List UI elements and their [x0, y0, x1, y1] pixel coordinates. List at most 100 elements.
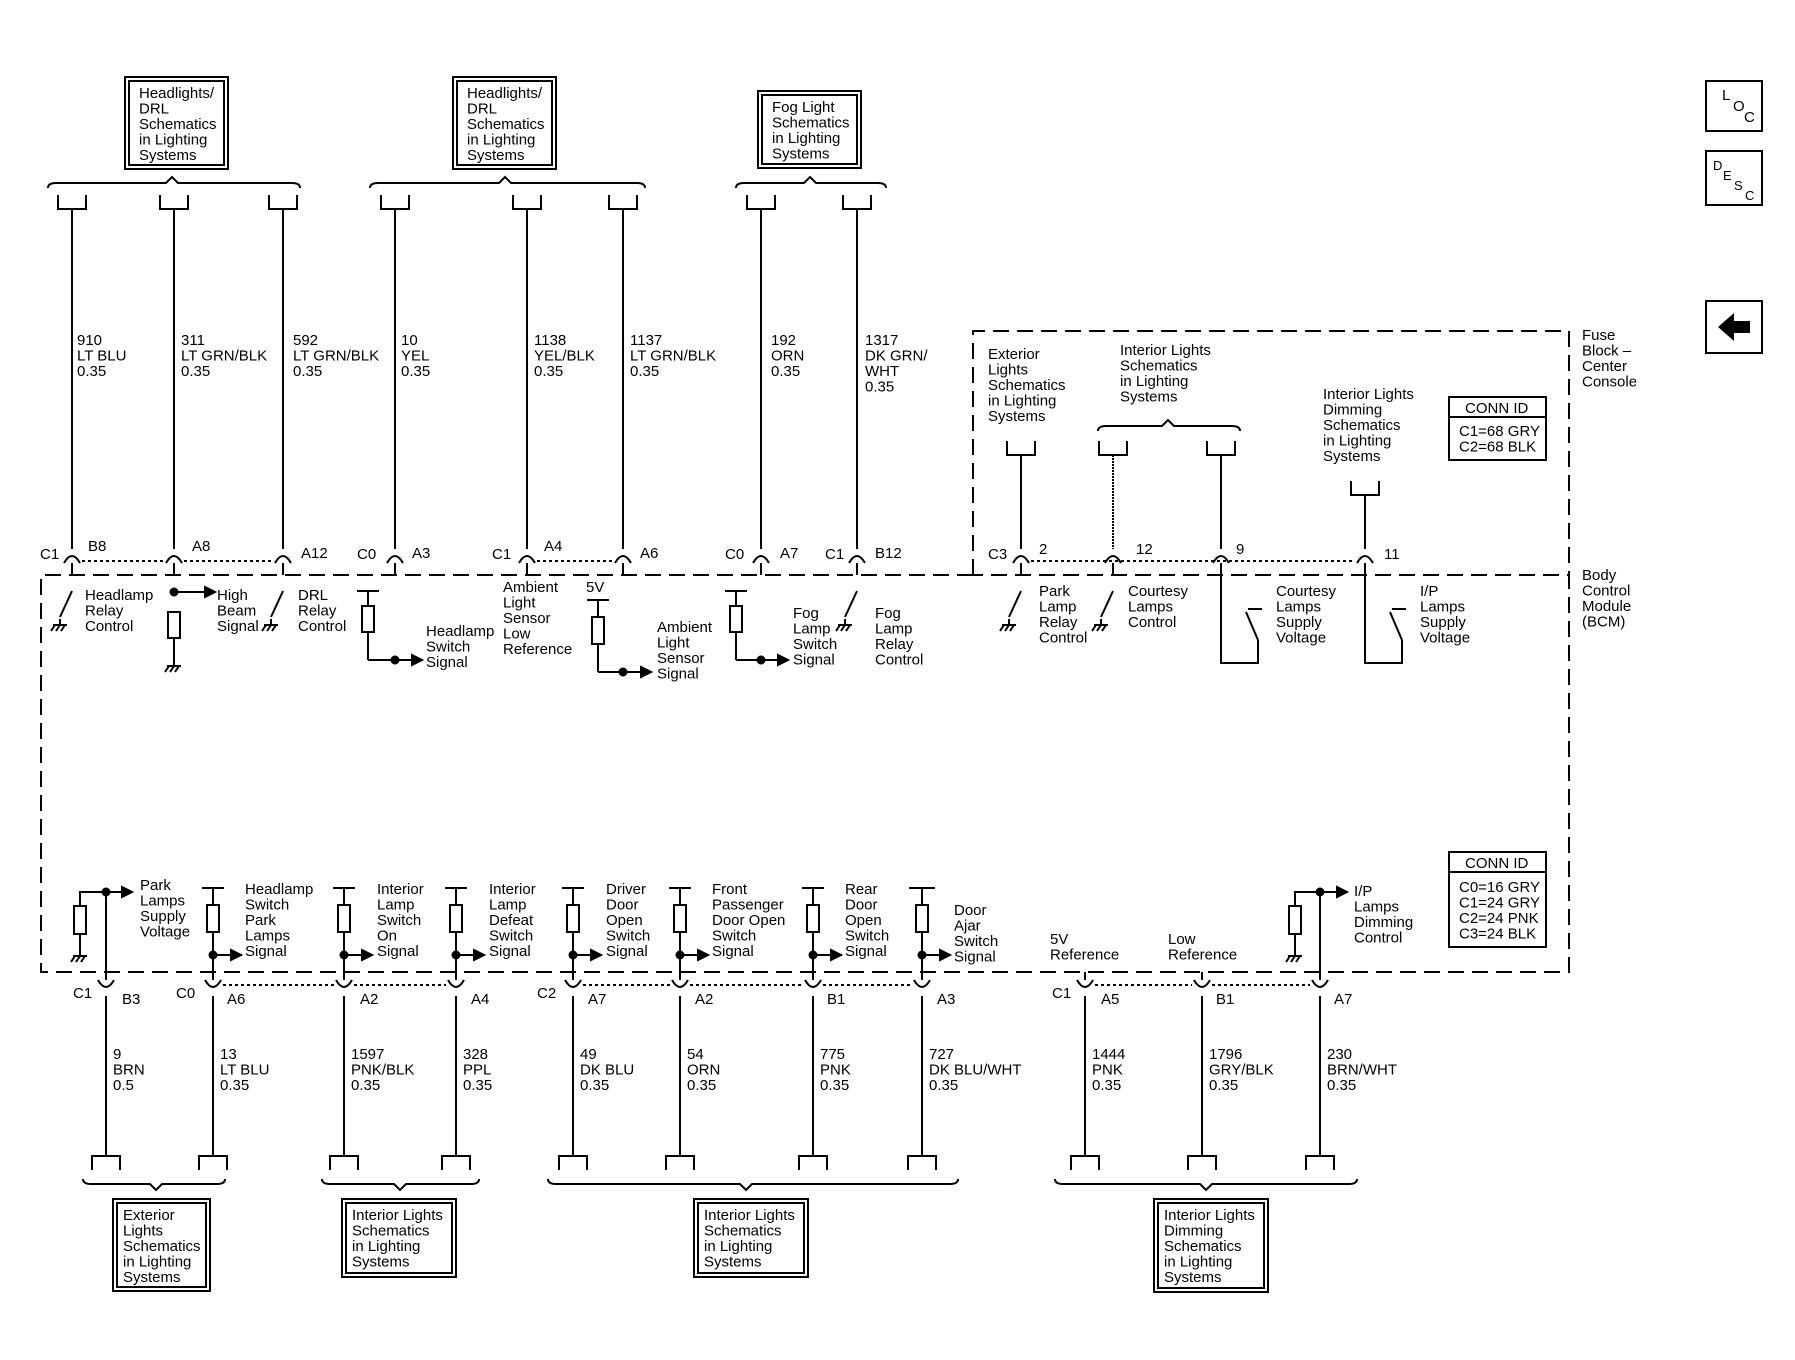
bottom-terminal — [1305, 1155, 1335, 1170]
loc-button[interactable]: L O C — [1705, 80, 1763, 132]
bottom-conn-label: C0 — [176, 985, 195, 1002]
bottom-pin-label: A7 — [588, 991, 606, 1008]
func-low-reference: Low — [1168, 931, 1196, 948]
pullup-resistor — [167, 611, 181, 639]
func-fog-relay: Relay — [875, 636, 914, 653]
bottom-ref-interior-1-frame — [341, 1198, 457, 1278]
pullup-resistor — [591, 616, 605, 645]
bottom-terminal — [91, 1155, 121, 1170]
top-ref-headlights-2: Schematics — [467, 116, 545, 133]
fb-ref-interior: Systems — [1120, 389, 1178, 406]
bottom-wire-label: ORN — [687, 1062, 720, 1079]
fb-ref-dimming: Dimming — [1323, 402, 1382, 419]
top-pin-label: A12 — [301, 545, 328, 562]
pullup-resistor — [337, 904, 351, 933]
fb-ref-interior: Interior Lights — [1120, 342, 1211, 359]
park-relay-switch — [1008, 590, 1022, 618]
back-button[interactable] — [1705, 300, 1763, 354]
func-interior-on: On — [377, 928, 397, 945]
brace-top-2 — [369, 175, 646, 189]
top-pin-label: A4 — [544, 538, 562, 555]
top-ref-headlights-2: DRL — [467, 101, 497, 118]
func-fog-switch: Lamp — [793, 621, 831, 638]
pullup-resistor — [806, 904, 820, 933]
func-interior-defeat: Switch — [489, 928, 533, 945]
func-headlamp-park: Headlamp — [245, 881, 313, 898]
fb-pin-label: 9 — [1236, 541, 1244, 558]
top-terminal — [380, 195, 410, 210]
bottom-terminal — [441, 1155, 471, 1170]
bottom-pin-label: B3 — [122, 991, 140, 1008]
func-rear-door: Door — [845, 897, 878, 914]
bottom-wire-label: 328 — [463, 1046, 488, 1063]
ground-symbol — [50, 624, 56, 632]
back-arrow-icon — [1718, 313, 1750, 341]
func-park-relay: Control — [1039, 630, 1087, 647]
bottom-terminal — [1187, 1155, 1217, 1170]
bottom-wire-label: PNK — [1092, 1062, 1123, 1079]
func-park-supply: Supply — [140, 908, 186, 925]
fb-pin — [1212, 555, 1230, 564]
top-wire-label: LT GRN/BLK — [181, 348, 267, 365]
func-door-ajar: Signal — [954, 949, 996, 966]
ground-symbol — [1004, 624, 1010, 632]
brace-bottom-3 — [547, 1178, 959, 1192]
top-pin — [614, 555, 632, 564]
bottom-pin-label: B1 — [1216, 991, 1234, 1008]
arrow — [939, 948, 953, 962]
top-ref-headlights-1: in Lighting — [139, 132, 207, 149]
bottom-pin-label: A4 — [471, 991, 489, 1008]
bcm-outline — [40, 574, 1570, 973]
bottom-ref-exterior: Exterior — [123, 1207, 175, 1224]
top-ref-fog: Systems — [772, 146, 830, 163]
func-courtesy-control: Lamps — [1128, 599, 1173, 616]
func-interior-defeat: Defeat — [489, 912, 534, 929]
ground-symbol — [266, 624, 272, 632]
pullup-resistor — [1288, 905, 1302, 935]
top-wire-label: 192 — [771, 332, 796, 349]
top-ref-headlights-2: in Lighting — [467, 132, 535, 149]
fb-ref-exterior: in Lighting — [988, 393, 1056, 410]
top-wire-label: 0.35 — [865, 379, 894, 396]
bottom-pin — [97, 979, 115, 988]
ground-symbol — [840, 624, 846, 632]
bottom-pin-label: A6 — [227, 991, 245, 1008]
pullup-resistor — [566, 904, 580, 933]
top-ref-headlights-1-frame — [128, 80, 225, 166]
bottom-conn-label: C1 — [73, 985, 92, 1002]
bottom-pin — [671, 979, 689, 988]
func-headlamp-relay: Control — [85, 618, 133, 635]
func-fog-relay: Fog — [875, 605, 901, 622]
bottom-terminal — [558, 1155, 588, 1170]
fuse-block-outline — [972, 330, 1570, 575]
func-headlamp-park: Lamps — [245, 928, 290, 945]
func-rear-door: Switch — [845, 928, 889, 945]
ground-symbol — [1290, 955, 1296, 963]
drl-relay-switch — [270, 590, 284, 618]
func-park-supply: Park — [140, 877, 171, 894]
bottom-pin-label: A7 — [1334, 991, 1352, 1008]
top-ref-headlights-1: DRL — [139, 101, 169, 118]
bottom-terminal — [198, 1155, 228, 1170]
bottom-ref-interior-1: Interior Lights — [352, 1207, 443, 1224]
ip-dimming-line — [1294, 891, 1320, 906]
func-door-ajar: Door — [954, 902, 987, 919]
bottom-terminal — [329, 1155, 359, 1170]
bottom-pin-label: B1 — [827, 991, 845, 1008]
func-courtesy-control: Courtesy — [1128, 583, 1189, 600]
bottom-wire-label: 9 — [113, 1046, 121, 1063]
bottom-pin — [335, 979, 353, 988]
bottom-wire-label: PNK — [820, 1062, 851, 1079]
func-interior-defeat: Lamp — [489, 897, 527, 914]
bottom-wire-label: BRN/WHT — [1327, 1062, 1397, 1079]
bcm-label: (BCM) — [1582, 614, 1625, 631]
func-ambient-low-ref: Ambient — [503, 579, 559, 596]
courtesy-supply-switch — [1245, 611, 1259, 641]
top-wire-label: 0.35 — [77, 363, 106, 380]
func-driver-door: Signal — [606, 943, 648, 960]
top-wire-label: LT GRN/BLK — [293, 348, 379, 365]
top-pin — [848, 555, 866, 564]
arrow — [473, 948, 487, 962]
top-ref-fog: in Lighting — [772, 130, 840, 147]
desc-button[interactable]: D E S C — [1705, 150, 1763, 206]
